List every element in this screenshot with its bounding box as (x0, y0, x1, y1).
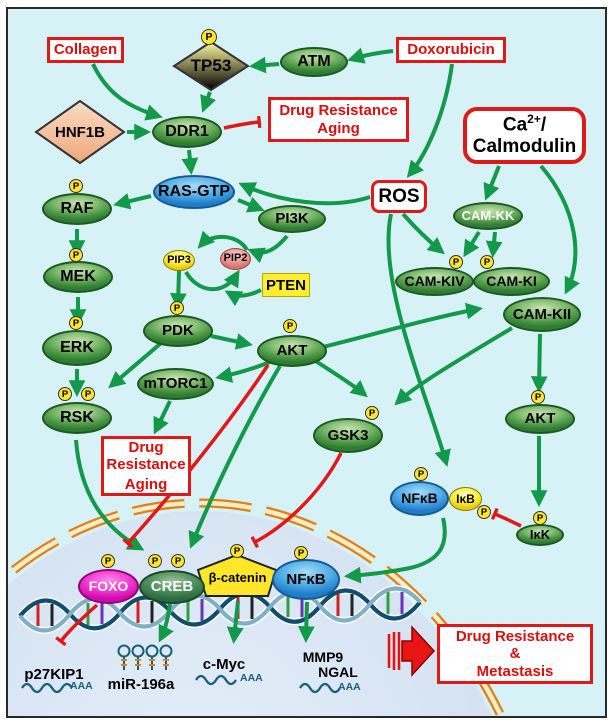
pi3k-node: PI3K (258, 205, 326, 233)
ros-node: ROS (371, 180, 427, 213)
phospho-badge: P (414, 467, 428, 481)
ikk-node: IκK (516, 524, 564, 546)
hnf1b-node: HNF1B (54, 124, 105, 141)
erk-node: ERK (42, 330, 112, 366)
mrna-wave-icons (21, 674, 341, 694)
phospho-badge: P (69, 248, 83, 262)
phospho-badge: P (148, 554, 162, 568)
rsk-node: RSK (42, 402, 112, 434)
phospho-badge: P (81, 387, 95, 401)
nfkb-cyto-node: NFκB (390, 481, 449, 516)
phospho-badge: P (531, 390, 545, 404)
pip3-node: PIP3 (163, 250, 195, 271)
raf-node: RAF (42, 193, 112, 225)
phospho-badge: P (170, 301, 184, 315)
phospho-badge: P (69, 316, 83, 330)
phospho-badge: P (230, 544, 244, 558)
atm-node: ATM (280, 47, 348, 77)
mmp9-label: MMP9 (302, 649, 344, 665)
phospho-badge: P (294, 546, 308, 560)
phospho-badge: P (477, 505, 491, 519)
cam-ki-node: CAM-KI (473, 267, 550, 296)
dna-helix (17, 585, 423, 634)
mek-node: MEK (43, 261, 113, 293)
phospho-badge: P (58, 387, 72, 401)
beta-catenin-node: β-catenin (208, 570, 267, 585)
cmyc-label: c-Myc (202, 656, 246, 673)
collagen-node: Collagen (47, 37, 124, 63)
drug-resistance-aging-top-box: Drug Resistance Aging (268, 97, 409, 142)
phospho-badge: P (283, 319, 297, 333)
polya-label: AAA (240, 672, 263, 684)
implies-block-arrow (387, 625, 436, 677)
phospho-badge: P (101, 554, 115, 568)
phospho-badge: P (201, 29, 217, 45)
phospho-badge: P (365, 406, 379, 420)
figure-border (6, 7, 607, 718)
creb-node: CREB (139, 570, 205, 604)
tp53-diamond-shape (172, 40, 250, 92)
nfkb-nuclear-node: NFκB (272, 559, 340, 600)
phospho-badge: P (69, 179, 83, 193)
phospho-badge: P (171, 554, 185, 568)
calmodulin-node: Ca2+/ Calmodulin (463, 107, 586, 164)
cam-kii-node: CAM-KII (503, 297, 581, 332)
polya-label: AAA (338, 681, 361, 693)
drug-resistance-aging-mid-box: Drug Resistance Aging (101, 436, 191, 496)
akt-center-node: AKT (257, 335, 327, 367)
gsk3-node: GSK3 (313, 418, 383, 453)
ikb-node: IκB (449, 487, 482, 511)
ngal-label: NGAL (318, 664, 358, 680)
phospho-badge: P (449, 255, 463, 269)
mir196a-label: miR-196a (107, 676, 175, 693)
pten-node: PTEN (262, 273, 310, 297)
outcome-box: Drug Resistance & Metastasis (437, 624, 593, 684)
cam-kiv-node: CAM-KIV (395, 267, 474, 296)
nucleus (7, 498, 507, 717)
polya-label: AAA (70, 680, 93, 692)
hnf1b-diamond-shape (34, 99, 126, 165)
tp53-node: TP53 (190, 56, 232, 75)
inhibition-lines (55, 115, 522, 647)
cam-kk-node: CAM-KK (453, 202, 523, 230)
foxo-node: FOXO (78, 569, 139, 604)
pdk-node: PDK (143, 315, 213, 347)
ras-gtp-node: RAS-GTP (153, 175, 235, 209)
pip2-node: PIP2 (220, 248, 251, 270)
p27kip1-label: p27KIP1 (24, 666, 84, 683)
mirna-hairpin-icons (117, 644, 173, 670)
phospho-badge: P (533, 511, 547, 525)
phospho-badge: P (480, 255, 494, 269)
doxorubicin-node: Doxorubicin (396, 37, 506, 63)
ddr1-node: DDR1 (152, 116, 222, 148)
beta-catenin-shape (196, 553, 278, 597)
akt-right-node: AKT (505, 404, 575, 434)
mtorc1-node: mTORC1 (137, 368, 214, 400)
